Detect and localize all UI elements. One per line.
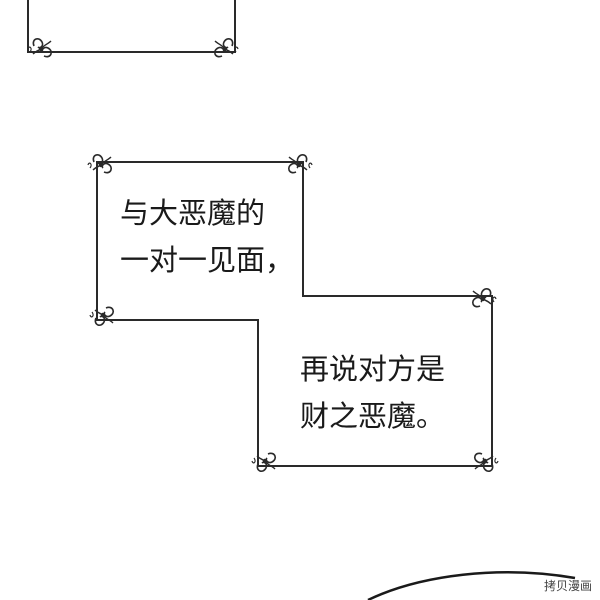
corner-flourish-icon [27, 37, 53, 58]
stepped-caption-frame [87, 153, 499, 473]
bottom-arc-line [367, 571, 576, 600]
caption-line-1: 与大恶魔的 [120, 196, 266, 230]
top-caption-frame [27, 0, 239, 58]
caption-line-3: 再说对方是 [300, 352, 446, 386]
caption-text-lower: 再说对方是 财之恶魔。 [300, 346, 445, 440]
caption-line-2: 一对一见面， [120, 243, 295, 277]
watermark: 拷贝漫画 [543, 579, 592, 593]
caption-text-upper: 与大恶魔的 一对一见面， [120, 190, 294, 284]
caption-line-4: 财之恶魔。 [300, 399, 446, 433]
